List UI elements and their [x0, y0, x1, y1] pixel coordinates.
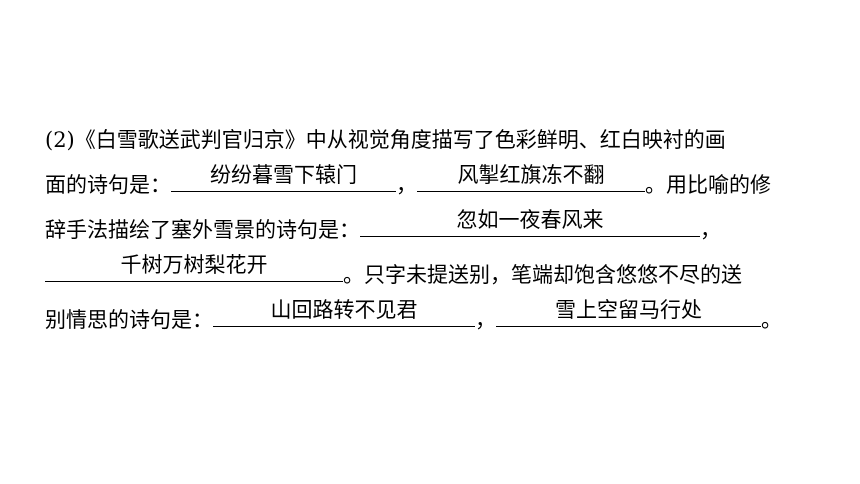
question-text-line-5-end: 。: [761, 308, 782, 332]
question-text-line-2b: 。用比喻的修: [645, 173, 771, 197]
answer-blank-5[interactable]: 山回路转不见君: [213, 298, 475, 327]
separator-comma-2: ，: [700, 218, 721, 242]
answer-blank-4[interactable]: 千树万树梨花开: [45, 253, 343, 282]
line-2: 面的诗句是： 纷纷暮雪下辕门 ， 风掣红旗冻不翻 。用比喻的修: [45, 163, 825, 208]
question-text-line-3a: 辞手法描绘了塞外雪景的诗句是：: [45, 218, 360, 242]
question-text-line-2a: 面的诗句是：: [45, 173, 171, 197]
answer-blank-3[interactable]: 忽如一夜春风来: [360, 208, 700, 237]
question-text-line-1: (2)《白雪歌送武判官归京》中从视觉角度描写了色彩鲜明、红白映衬的画: [45, 128, 726, 152]
line-3: 辞手法描绘了塞外雪景的诗句是： 忽如一夜春风来 ，: [45, 208, 825, 253]
answer-text-2: 风掣红旗冻不翻: [457, 163, 605, 187]
separator-comma-1: ，: [396, 173, 417, 197]
line-5: 别情思的诗句是： 山回路转不见君 ， 雪上空留马行处 。: [45, 298, 825, 343]
answer-text-4: 千树万树梨花开: [120, 253, 268, 277]
line-4: 千树万树梨花开 。只字未提送别，笔端却饱含悠悠不尽的送: [45, 253, 825, 298]
separator-comma-3: ，: [475, 308, 496, 332]
line-1: (2)《白雪歌送武判官归京》中从视觉角度描写了色彩鲜明、红白映衬的画: [45, 118, 825, 163]
answer-blank-6[interactable]: 雪上空留马行处: [496, 298, 761, 327]
question-text-line-4b: 。只字未提送别，笔端却饱含悠悠不尽的送: [343, 263, 742, 287]
answer-text-5: 山回路转不见君: [270, 298, 418, 322]
answer-text-3: 忽如一夜春风来: [456, 208, 604, 232]
answer-text-6: 雪上空留马行处: [555, 298, 702, 322]
answer-blank-2[interactable]: 风掣红旗冻不翻: [417, 163, 645, 192]
answer-blank-1[interactable]: 纷纷暮雪下辕门: [171, 163, 396, 192]
question-paragraph: (2)《白雪歌送武判官归京》中从视觉角度描写了色彩鲜明、红白映衬的画 面的诗句是…: [45, 118, 825, 343]
question-text-line-5a: 别情思的诗句是：: [45, 308, 213, 332]
answer-text-1: 纷纷暮雪下辕门: [210, 163, 357, 187]
